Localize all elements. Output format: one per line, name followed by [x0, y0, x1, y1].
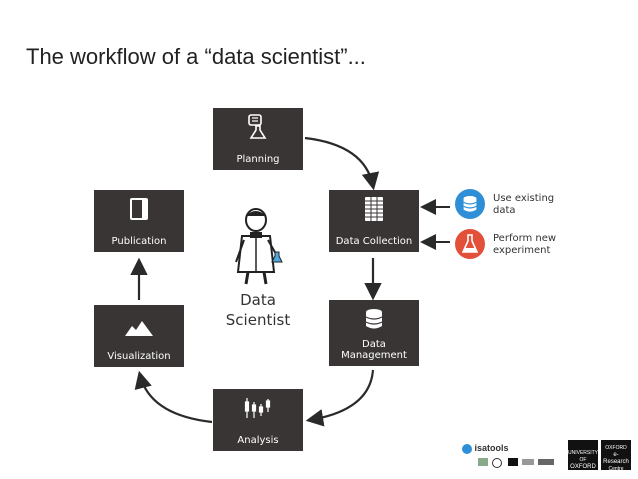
node-publication: Publication — [94, 190, 184, 252]
new-experiment-source — [455, 229, 485, 259]
oerc-line2: e-Research — [603, 452, 629, 465]
existing-line1: Use existing — [493, 193, 555, 204]
database-icon — [463, 196, 477, 212]
existing-data-label: Use existing data — [493, 193, 573, 217]
partner-logo-icon — [538, 459, 554, 465]
oerc-line3: Centre — [608, 466, 624, 472]
data-management-label-line1: Data — [362, 339, 386, 350]
experiment-line2: experiment — [493, 245, 551, 256]
oerc-line1: OXFORD — [605, 445, 627, 451]
isatools-text: isatools — [474, 443, 509, 453]
node-data-collection: Data Collection — [329, 190, 419, 252]
node-visualization: Visualization — [94, 305, 184, 367]
arrow-planning-to-collection — [304, 136, 380, 191]
data-scientist-caption: Data Scientist — [218, 290, 298, 330]
visualization-label: Visualization — [107, 351, 171, 362]
data-collection-label: Data Collection — [335, 236, 413, 247]
oxford-logo: UNIVERSITY OF OXFORD — [568, 440, 598, 470]
new-experiment-label: Perform new experiment — [493, 233, 573, 257]
data-management-label: Data Management — [329, 339, 419, 361]
existing-data-source — [455, 189, 485, 219]
page-title: The workflow of a “data scientist”... — [26, 44, 366, 69]
partner-logo-icon — [522, 459, 534, 465]
data-management-label-line2: Management — [341, 350, 407, 361]
scientist-icon — [228, 206, 288, 286]
partner-logo-icon — [492, 458, 502, 468]
experiment-line1: Perform new — [493, 233, 557, 244]
arrow-management-to-analysis — [305, 369, 375, 427]
node-data-management: Data Management — [329, 300, 419, 366]
isatools-mark-icon — [462, 443, 472, 454]
partner-logos — [478, 456, 558, 468]
partner-logo-icon — [508, 458, 518, 466]
mountain-chart-icon — [94, 317, 184, 339]
arrow-analysis-to-visualization — [134, 370, 213, 424]
analysis-label: Analysis — [237, 435, 279, 446]
oxford-line2: OXFORD — [570, 464, 596, 470]
node-analysis: Analysis — [213, 389, 303, 451]
database-icon — [329, 308, 419, 330]
book-icon — [94, 198, 184, 220]
isatools-logo: isatools — [462, 443, 509, 454]
spreadsheet-icon — [329, 197, 419, 221]
oerc-logo: OXFORD e-Research Centre — [601, 440, 631, 472]
planning-label: Planning — [236, 154, 280, 165]
publication-label: Publication — [111, 236, 167, 247]
partner-logo-icon — [478, 458, 488, 466]
flask-icon — [462, 234, 478, 253]
center-line1: Data — [240, 291, 276, 309]
center-line2: Scientist — [225, 311, 291, 329]
oxford-line1: UNIVERSITY OF — [568, 450, 599, 463]
node-planning: Planning — [213, 108, 303, 170]
flask-checklist-icon — [213, 114, 303, 139]
existing-line2: data — [493, 205, 516, 216]
candlestick-icon — [213, 397, 303, 419]
